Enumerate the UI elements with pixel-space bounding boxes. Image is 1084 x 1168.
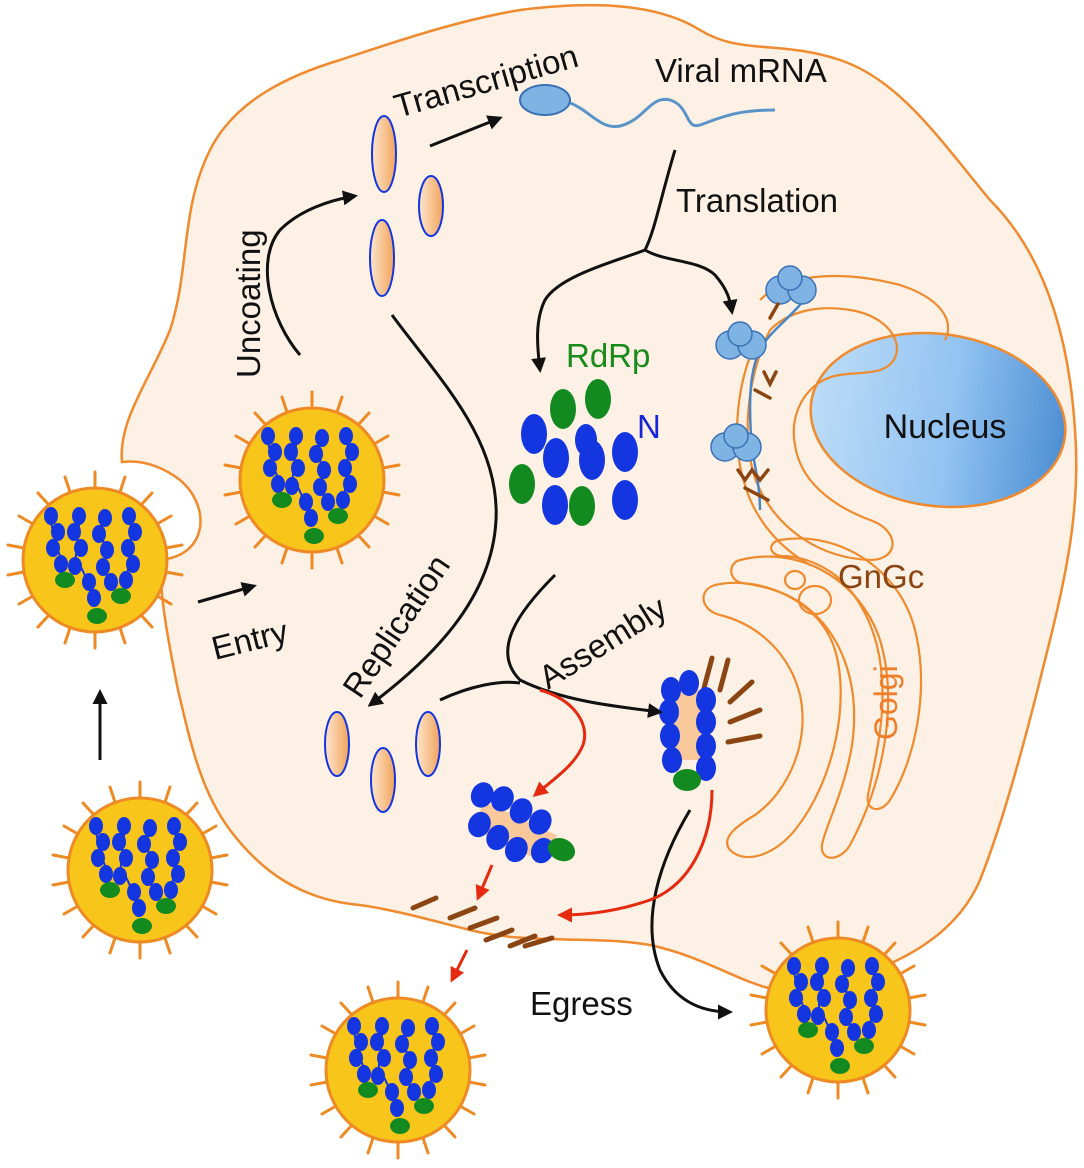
viral-mrna-label: Viral mRNA	[655, 52, 827, 89]
ribosomes	[710, 265, 817, 511]
nucleus: Nucleus	[809, 331, 1067, 509]
assembled-rnp-cytoplasm	[468, 782, 576, 864]
translation-arrow-left	[531, 149, 677, 373]
nucleus-label: Nucleus	[884, 408, 1007, 446]
virion-at-membrane	[6, 470, 184, 650]
gngc-glycoproteins-membrane	[410, 895, 555, 949]
cell-membrane	[120, 3, 1078, 993]
replication-arrow	[367, 314, 498, 707]
transcription-arrow	[429, 115, 503, 148]
translation-arrow-right	[644, 248, 738, 315]
genome-segments-replicated	[324, 711, 441, 813]
segments-to-assembly	[439, 680, 521, 702]
red-pathway-arrows	[450, 688, 714, 983]
assembled-rnp-golgi	[659, 670, 716, 791]
virion-released-left	[309, 980, 487, 1160]
rdrp-label: RdRp	[566, 337, 650, 374]
uncoating-arrow	[265, 190, 358, 356]
genome-segments-uncoated	[369, 115, 444, 297]
virion-released-right	[749, 920, 927, 1100]
black-pathway-arrows	[92, 115, 738, 1020]
viral-mrna: Viral mRNA	[519, 52, 827, 128]
uncoating-label: Uncoating	[230, 229, 267, 378]
assembly-arrow	[506, 573, 663, 719]
rdrp-and-n-proteins: RdRp N	[509, 337, 661, 526]
translation-label: Translation	[676, 182, 838, 219]
egress-label: Egress	[530, 985, 633, 1022]
virion-endocytosed	[223, 390, 401, 570]
entry-arrow	[197, 582, 257, 604]
virion-incoming	[51, 780, 229, 960]
egress-arrow	[650, 809, 733, 1020]
n-label: N	[637, 408, 661, 445]
golgi-apparatus	[702, 537, 923, 859]
golgi-label: Golgi	[868, 665, 904, 740]
gngc-glycoproteins-golgi	[701, 655, 763, 745]
gngc-label: GnGc	[838, 558, 924, 595]
